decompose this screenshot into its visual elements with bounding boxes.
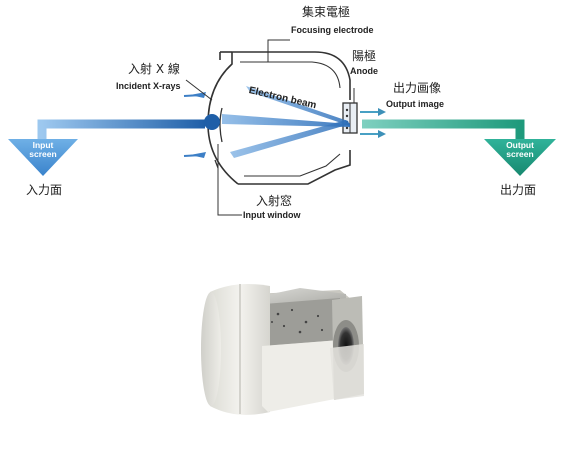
output-screen-label: Output screen [500,141,540,159]
incident-xrays-en: Incident X-rays [116,81,181,91]
input-screen-label: Input screen [23,141,63,159]
input-screen-line1: Input [32,140,54,150]
input-window-dot [204,114,220,130]
output-image-arrows [360,108,386,138]
incident-xrays-jp: 入射 X 線 [128,62,180,76]
focusing-electrode-en: Focusing electrode [291,25,374,35]
focusing-electrode-jp: 集束電極 [302,5,351,19]
leader-lines [185,39,355,216]
input-screen-triangle [8,139,78,176]
output-screen-line1: Output [506,140,534,150]
output-screen-triangle [484,139,556,176]
anode-assembly [342,102,358,134]
metal-plate [264,298,340,346]
output-signal-path [362,119,556,176]
output-image-en: Output image [386,99,444,109]
input-screen-caption: 入力面 [26,183,63,197]
output-screen-caption: 出力面 [500,183,537,197]
product-photo [201,284,364,415]
output-image-jp: 出力画像 [393,81,442,95]
input-window-jp: 入射窓 [256,194,293,208]
anode-jp: 陽極 [352,49,377,63]
output-screen-line2: screen [506,148,534,159]
input-signal-path [8,119,205,176]
input-window-en: Input window [243,210,301,220]
incident-xray-arrows [183,92,206,158]
input-screen-line2: screen [29,148,57,159]
anode-en: Anode [350,66,378,76]
electron-beam [222,86,350,158]
